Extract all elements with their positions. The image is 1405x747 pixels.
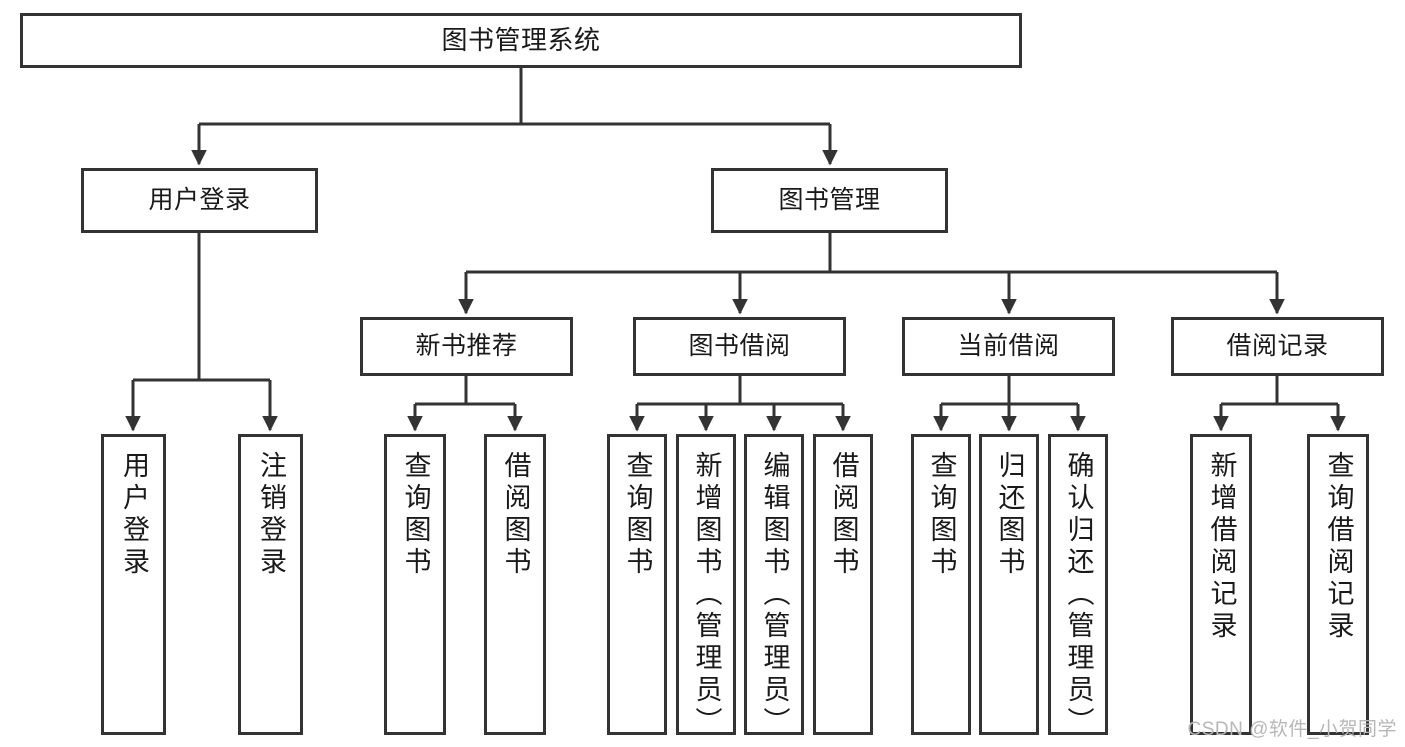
- node-new-book-rec[interactable]: 新书推荐: [360, 317, 573, 376]
- node-leaf-return-book-label: 归还图书: [994, 451, 1025, 579]
- node-book-manage-label: 图书管理: [778, 186, 881, 214]
- node-current-borrow[interactable]: 当前借阅: [902, 317, 1115, 376]
- csdn-watermark: CSDN @软件_小贺同学: [1187, 719, 1397, 740]
- node-leaf-borrow-book-1-label: 借阅图书: [500, 451, 531, 579]
- node-leaf-edit-book[interactable]: 编辑图书（管理员）: [744, 434, 804, 739]
- node-leaf-return-book[interactable]: 归还图书: [979, 434, 1039, 735]
- node-leaf-borrow-book-1[interactable]: 借阅图书: [484, 434, 546, 735]
- node-leaf-confirm-return[interactable]: 确认归还（管理员）: [1048, 434, 1108, 739]
- node-leaf-query-book-1[interactable]: 查询图书: [384, 434, 446, 735]
- node-leaf-query-record-label: 查询借阅记录: [1323, 451, 1354, 643]
- node-leaf-user-login-label: 用户登录: [119, 451, 149, 579]
- node-borrow-record-label: 借阅记录: [1226, 332, 1329, 360]
- node-root[interactable]: 图书管理系统: [20, 13, 1022, 68]
- node-leaf-edit-book-label: 编辑图书（管理员）: [759, 451, 790, 739]
- node-leaf-query-book-1-label: 查询图书: [400, 451, 431, 579]
- node-leaf-logout[interactable]: 注销登录: [238, 434, 303, 735]
- node-leaf-query-book-3[interactable]: 查询图书: [911, 434, 971, 735]
- node-leaf-add-book[interactable]: 新增图书（管理员）: [676, 434, 736, 739]
- node-leaf-query-book-2[interactable]: 查询图书: [607, 434, 667, 735]
- node-leaf-confirm-return-label: 确认归还（管理员）: [1063, 451, 1094, 739]
- node-leaf-logout-label: 注销登录: [256, 451, 286, 579]
- node-book-borrow[interactable]: 图书借阅: [633, 317, 846, 376]
- node-user-login-label: 用户登录: [148, 186, 251, 214]
- node-leaf-add-record-label: 新增借阅记录: [1206, 451, 1237, 643]
- node-leaf-borrow-book-2-label: 借阅图书: [828, 451, 859, 579]
- node-new-book-rec-label: 新书推荐: [415, 332, 518, 360]
- node-book-manage[interactable]: 图书管理: [711, 168, 948, 233]
- node-root-label: 图书管理系统: [441, 25, 601, 56]
- node-leaf-add-book-label: 新增图书（管理员）: [691, 451, 722, 739]
- node-leaf-query-book-3-label: 查询图书: [926, 451, 957, 579]
- node-leaf-borrow-book-2[interactable]: 借阅图书: [813, 434, 873, 735]
- node-leaf-user-login[interactable]: 用户登录: [101, 434, 166, 735]
- node-leaf-query-record[interactable]: 查询借阅记录: [1307, 434, 1369, 735]
- node-user-login[interactable]: 用户登录: [81, 168, 318, 233]
- node-borrow-record[interactable]: 借阅记录: [1171, 317, 1384, 376]
- node-book-borrow-label: 图书借阅: [688, 332, 791, 360]
- node-leaf-add-record[interactable]: 新增借阅记录: [1190, 434, 1252, 735]
- node-current-borrow-label: 当前借阅: [957, 332, 1060, 360]
- node-leaf-query-book-2-label: 查询图书: [622, 451, 653, 579]
